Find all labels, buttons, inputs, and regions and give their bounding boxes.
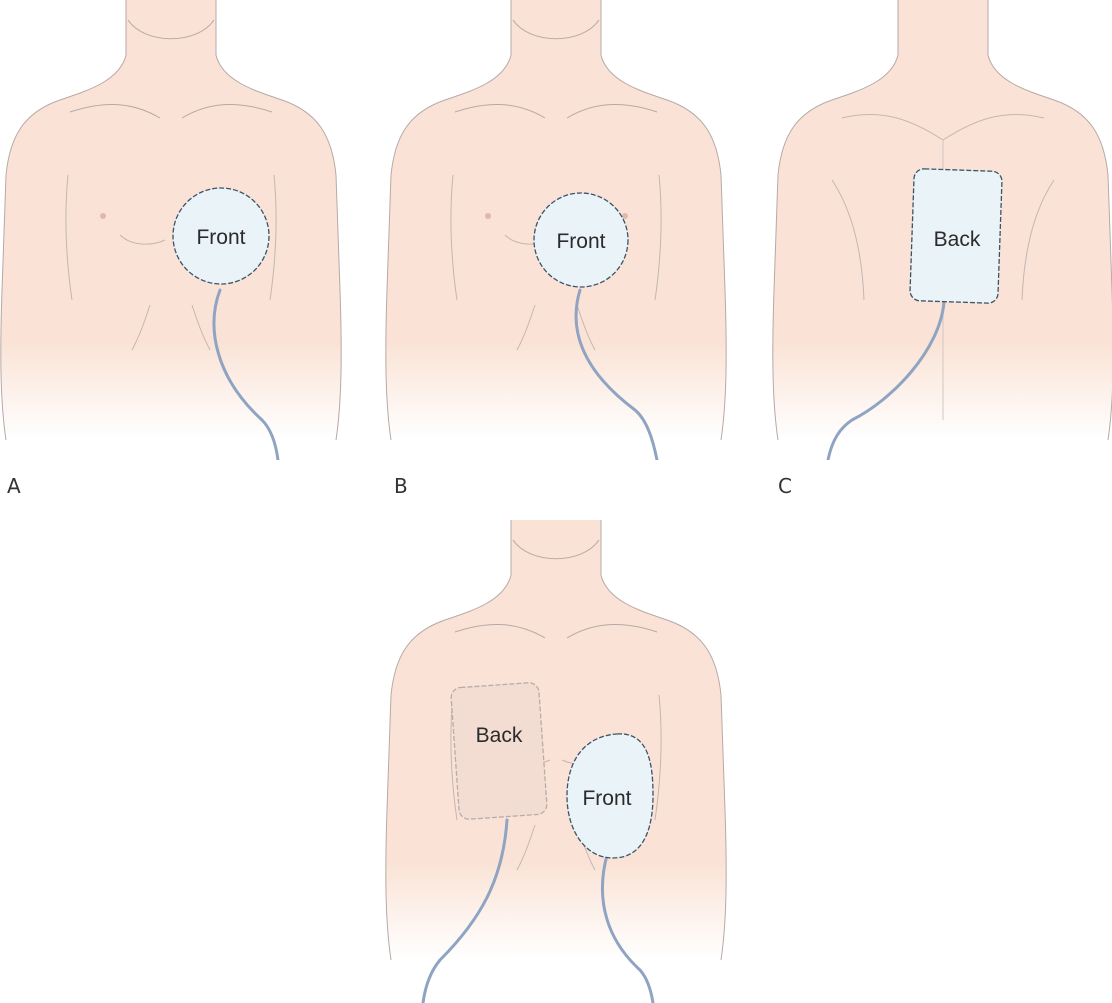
back-pad-label: Back <box>934 228 981 251</box>
panel-b-torso: Front <box>385 0 730 460</box>
panel-b-figure: Front <box>385 0 730 460</box>
front-pad: Front <box>173 188 269 284</box>
back-pad: Back <box>451 682 548 820</box>
back-pad: Back <box>910 169 1003 304</box>
front-pad-label: Front <box>196 226 245 249</box>
panel-d-torso: Back Front <box>385 520 730 1003</box>
front-pad-label: Front <box>582 787 631 810</box>
panel-a-figure: Front <box>0 0 345 460</box>
front-pad-label: Front <box>556 230 605 253</box>
panel-c-torso: Back <box>772 0 1112 460</box>
panel-label-a: A <box>7 474 21 498</box>
panel-d-figure: Back Front <box>385 520 730 1003</box>
back-pad-label: Back <box>476 724 523 747</box>
panel-c-figure: Back <box>772 0 1112 460</box>
front-pad: Front <box>534 193 628 287</box>
panel-label-b: B <box>394 474 408 498</box>
panel-a-torso: Front <box>0 0 345 460</box>
front-pad: Front <box>567 734 653 858</box>
panel-label-c: C <box>778 474 792 498</box>
